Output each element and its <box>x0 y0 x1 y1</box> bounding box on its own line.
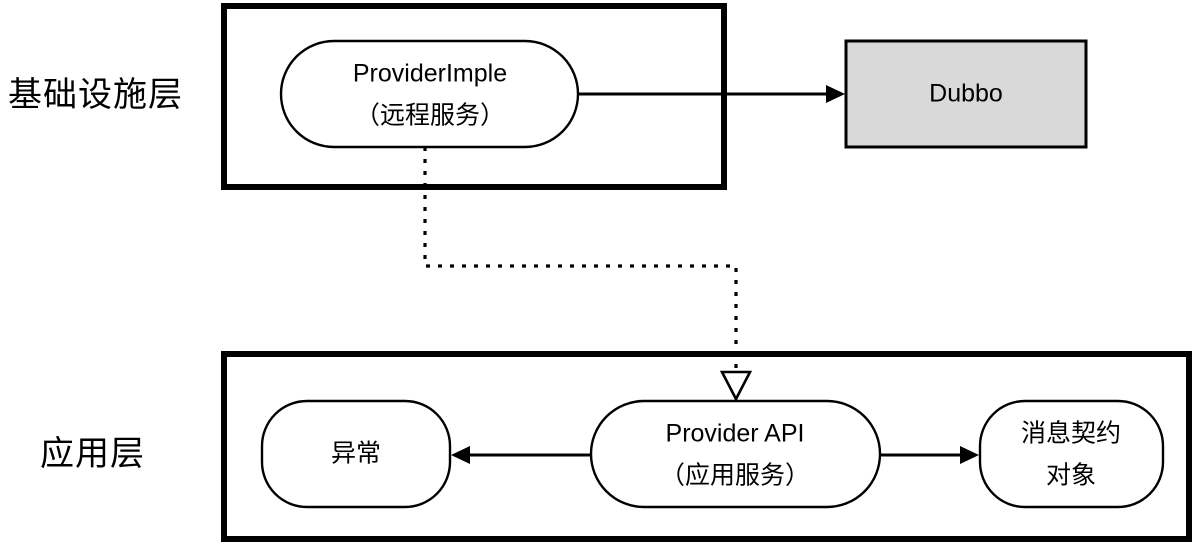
layer-container-application <box>221 351 1192 542</box>
arrowhead-icon-to-message-contract <box>960 446 979 464</box>
edge-provider-imple-to-dubbo <box>573 85 845 103</box>
node-exception[interactable]: 异常 <box>260 399 452 509</box>
node-shape-exception[interactable] <box>260 399 452 509</box>
node-label-dubbo: Dubbo <box>929 80 1003 108</box>
node-shape-dubbo[interactable] <box>844 39 1088 149</box>
node-shape-message-contract[interactable] <box>978 399 1165 509</box>
arrowhead-hollow-icon-to-provider-api <box>719 370 753 402</box>
node-label-provider-api-line2: （应用服务） <box>660 462 810 490</box>
edge-provider-api-to-exception <box>451 446 590 464</box>
node-label-message-contract-line1: 消息契约 <box>1021 420 1121 448</box>
node-label-message-contract-line2: 对象 <box>1046 462 1096 490</box>
arrowhead-icon-to-dubbo <box>826 85 845 103</box>
layer-label-infrastructure: 基础设施层 <box>8 76 183 114</box>
node-label-exception: 异常 <box>331 440 381 468</box>
node-shape-provider-api[interactable] <box>589 399 882 509</box>
node-dubbo[interactable]: Dubbo <box>844 39 1088 149</box>
layer-label-application: 应用层 <box>40 435 145 473</box>
edge-provider-imple-to-provider-api <box>423 147 753 402</box>
node-shape-provider-imple[interactable] <box>279 39 580 149</box>
edge-provider-api-to-message-contract <box>880 446 979 464</box>
layer-container-infrastructure <box>221 3 727 190</box>
arrowhead-icon-to-exception <box>451 446 470 464</box>
node-label-provider-api-line1: Provider API <box>666 420 805 448</box>
node-message-contract[interactable]: 消息契约 对象 <box>978 399 1165 509</box>
node-label-provider-imple-line2: （远程服务） <box>355 102 505 130</box>
node-provider-api[interactable]: Provider API （应用服务） <box>589 399 882 509</box>
node-provider-imple[interactable]: ProviderImple （远程服务） <box>279 39 580 149</box>
edge-line-provider-imple-to-provider-api <box>423 147 738 371</box>
node-label-provider-imple-line1: ProviderImple <box>353 60 507 88</box>
